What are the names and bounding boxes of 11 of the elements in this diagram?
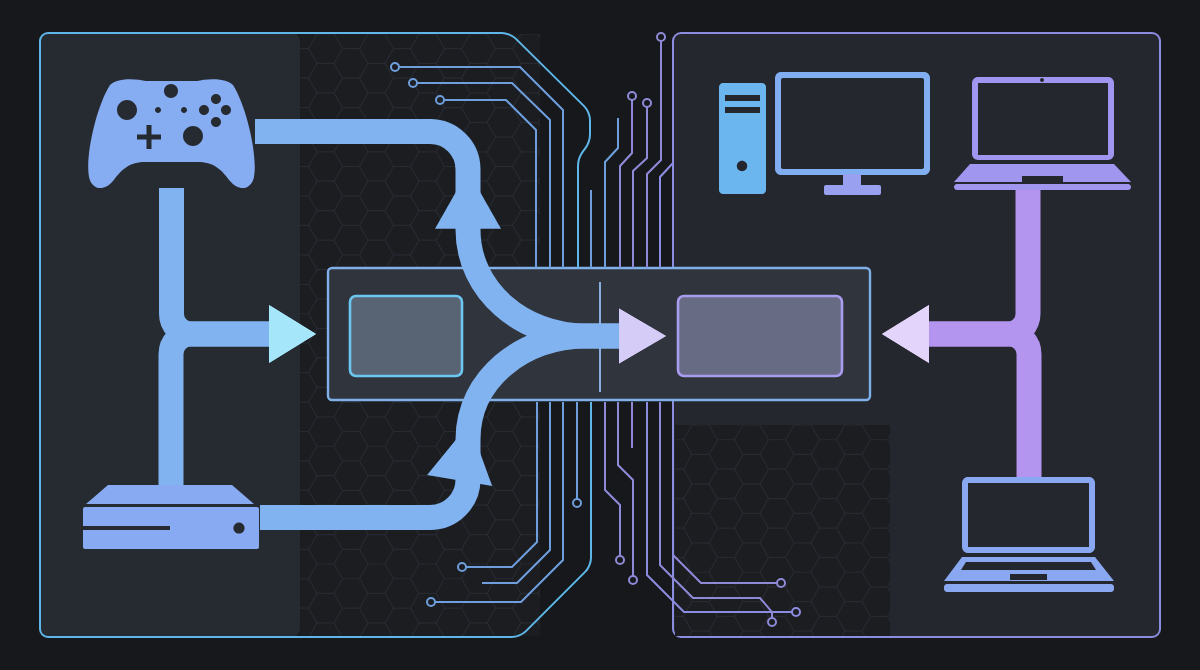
desktop-tower-icon <box>719 83 766 194</box>
arrow <box>882 305 1042 477</box>
laptop-icon <box>954 77 1131 190</box>
arrow <box>260 308 666 530</box>
game-controller-icon <box>88 79 255 188</box>
rounded-box <box>348 294 464 378</box>
arrow <box>158 305 316 485</box>
rounded-box <box>676 294 844 378</box>
monitor-icon <box>775 72 930 195</box>
game-console-icon <box>83 485 259 549</box>
laptop-icon <box>944 477 1114 592</box>
